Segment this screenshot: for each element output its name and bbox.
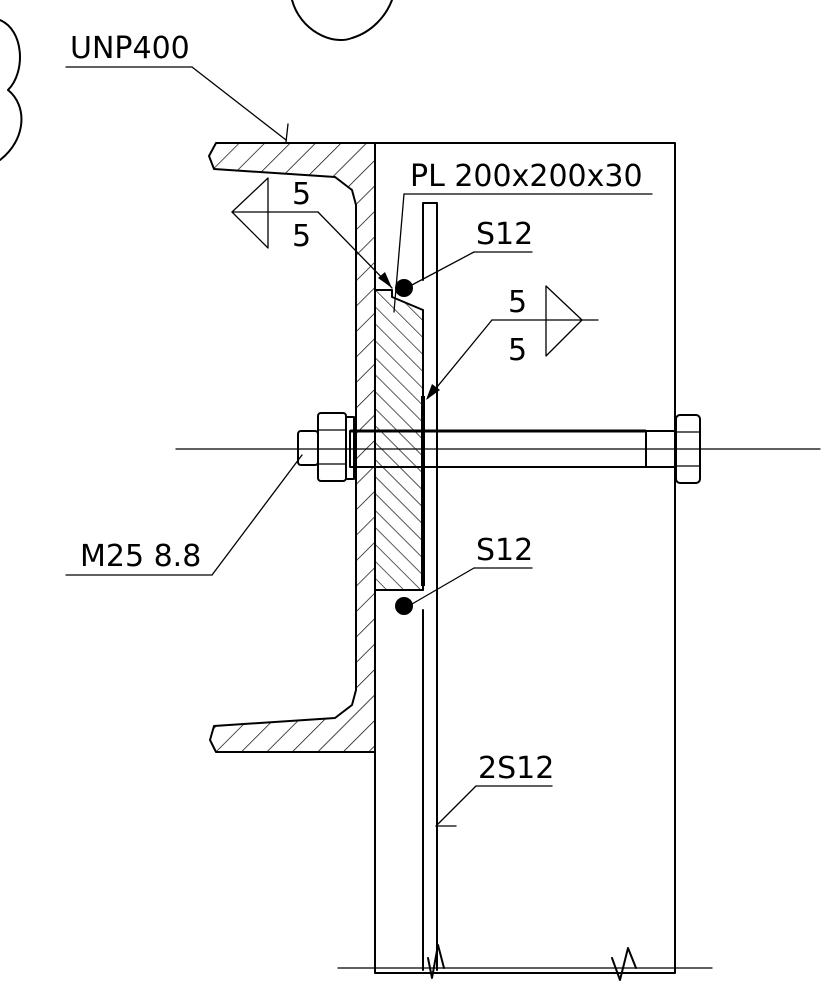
bolt-nut — [317, 412, 347, 482]
label-fillet-left-top: 5 — [292, 177, 311, 212]
label-s12-lower: S12 — [476, 533, 533, 568]
label-fillet-right-bottom: 5 — [508, 333, 527, 368]
bolt-washer — [345, 416, 355, 480]
web-plate — [422, 202, 438, 971]
label-unp400: UNP400 — [70, 31, 190, 66]
break-symbol-right — [611, 947, 637, 981]
label-fillet-left-bottom: 5 — [292, 219, 311, 254]
unp400-channel-section — [208, 142, 376, 753]
bolt-head — [675, 414, 701, 484]
weld-arrowhead — [378, 272, 392, 288]
bolt-thread-tip — [297, 430, 319, 466]
weld-arrowhead — [426, 384, 440, 400]
revision-cloud-top — [291, 0, 393, 41]
label-s12-upper: S12 — [476, 217, 533, 252]
weld-symbol-right-leader — [427, 319, 493, 399]
leader-unp400-tick — [285, 123, 289, 143]
leader-unp400 — [191, 66, 287, 141]
weld-symbol-left-triangle — [231, 177, 269, 249]
fillet-weld-strip — [421, 396, 425, 586]
weld-s12-upper-bead — [395, 279, 413, 297]
weld-symbol-left-leader — [317, 211, 393, 289]
leader-2s12 — [435, 785, 477, 827]
leader-s12-lower — [411, 567, 475, 605]
leader-plate — [393, 193, 405, 313]
label-2s12: 2S12 — [478, 751, 554, 786]
weld-s12-lower-bead — [395, 597, 413, 615]
revision-cloud — [0, 19, 23, 161]
label-bolt: M25 8.8 — [80, 539, 201, 574]
weld-symbol-right-triangle — [545, 285, 583, 357]
label-plate: PL 200x200x30 — [410, 159, 643, 194]
leader-bolt — [211, 454, 303, 576]
leader-s12-upper — [409, 251, 475, 287]
break-symbol-left — [427, 944, 445, 979]
label-fillet-right-top: 5 — [508, 285, 527, 320]
pl-200x200x30-plate — [374, 289, 424, 591]
